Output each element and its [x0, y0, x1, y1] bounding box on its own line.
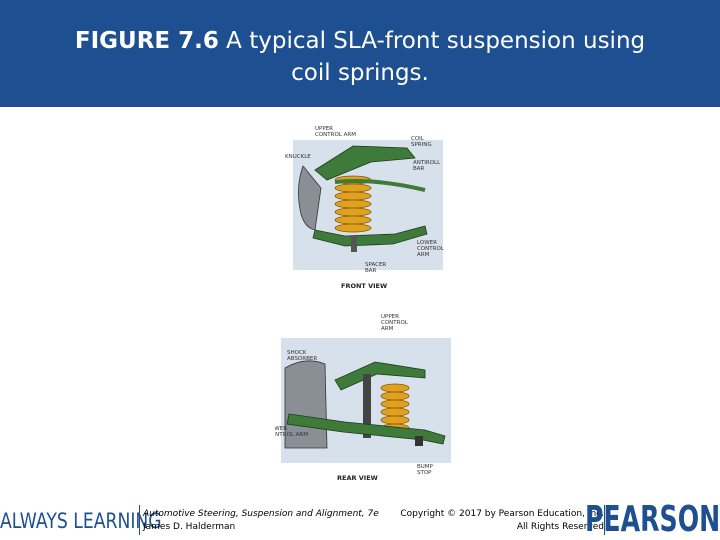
caption-line-1: A typical SLA-front suspension using — [218, 28, 646, 54]
svg-text:ABSORBER: ABSORBER — [287, 356, 317, 362]
svg-text:LOWER: LOWER — [417, 240, 437, 246]
author: James D. Halderman — [143, 522, 236, 532]
pearson-logo: PEARSON — [584, 499, 720, 540]
suspension-illustration: UPPER CONTROL ARM KNUCKLE COIL SPRING AN… — [275, 126, 451, 482]
svg-text:ANTIROLL: ANTIROLL — [413, 160, 441, 166]
svg-text:REAR VIEW: REAR VIEW — [337, 474, 378, 482]
svg-text:CONTROL ARM: CONTROL ARM — [315, 132, 356, 138]
figure-number: FIGURE 7.6 — [74, 28, 219, 54]
svg-text:ARM: ARM — [381, 326, 394, 332]
title-banner: FIGURE 7.6 A typical SLA-front suspensio… — [0, 0, 720, 107]
copyright-notice: Copyright © 2017 by Pearson Education, I… — [400, 508, 604, 534]
svg-text:STOP: STOP — [417, 470, 432, 476]
svg-text:COIL: COIL — [411, 136, 425, 142]
book-title: Automotive Steering, Suspension and Alig… — [143, 509, 379, 519]
front-view-drawing: UPPER CONTROL ARM KNUCKLE COIL SPRING AN… — [285, 126, 445, 290]
svg-text:BAR: BAR — [413, 166, 425, 172]
caption-line-2: coil springs. — [291, 60, 429, 86]
svg-text:BUMP: BUMP — [417, 464, 434, 470]
rear-view-drawing: UPPER CONTROL ARM SHOCK ABSORBER LOWER C… — [275, 314, 451, 482]
svg-text:CONTROL: CONTROL — [381, 320, 409, 326]
svg-text:BAR: BAR — [365, 268, 377, 274]
always-learning-logo: ALWAYS LEARNING — [0, 509, 162, 533]
svg-text:CONTROL ARM: CONTROL ARM — [275, 432, 308, 438]
svg-text:KNUCKLE: KNUCKLE — [285, 154, 311, 160]
svg-text:UPPER: UPPER — [381, 314, 399, 320]
svg-text:UPPER: UPPER — [315, 126, 333, 132]
svg-text:CONTROL: CONTROL — [417, 246, 445, 252]
svg-text:SPACER: SPACER — [365, 262, 386, 268]
rights-line: All Rights Reserved — [516, 522, 604, 532]
svg-text:ARM: ARM — [417, 252, 430, 258]
slide-title: FIGURE 7.6 A typical SLA-front suspensio… — [0, 25, 720, 89]
svg-text:FRONT VIEW: FRONT VIEW — [341, 282, 387, 290]
svg-text:LOWER: LOWER — [275, 426, 287, 432]
copyright-line: Copyright © 2017 by Pearson Education, I… — [400, 509, 604, 519]
footer-divider-left — [139, 505, 140, 535]
svg-text:SHOCK: SHOCK — [287, 350, 307, 356]
footer-divider-right — [604, 505, 605, 535]
book-credit: Automotive Steering, Suspension and Alig… — [143, 508, 379, 534]
svg-text:SPRING: SPRING — [411, 142, 432, 148]
